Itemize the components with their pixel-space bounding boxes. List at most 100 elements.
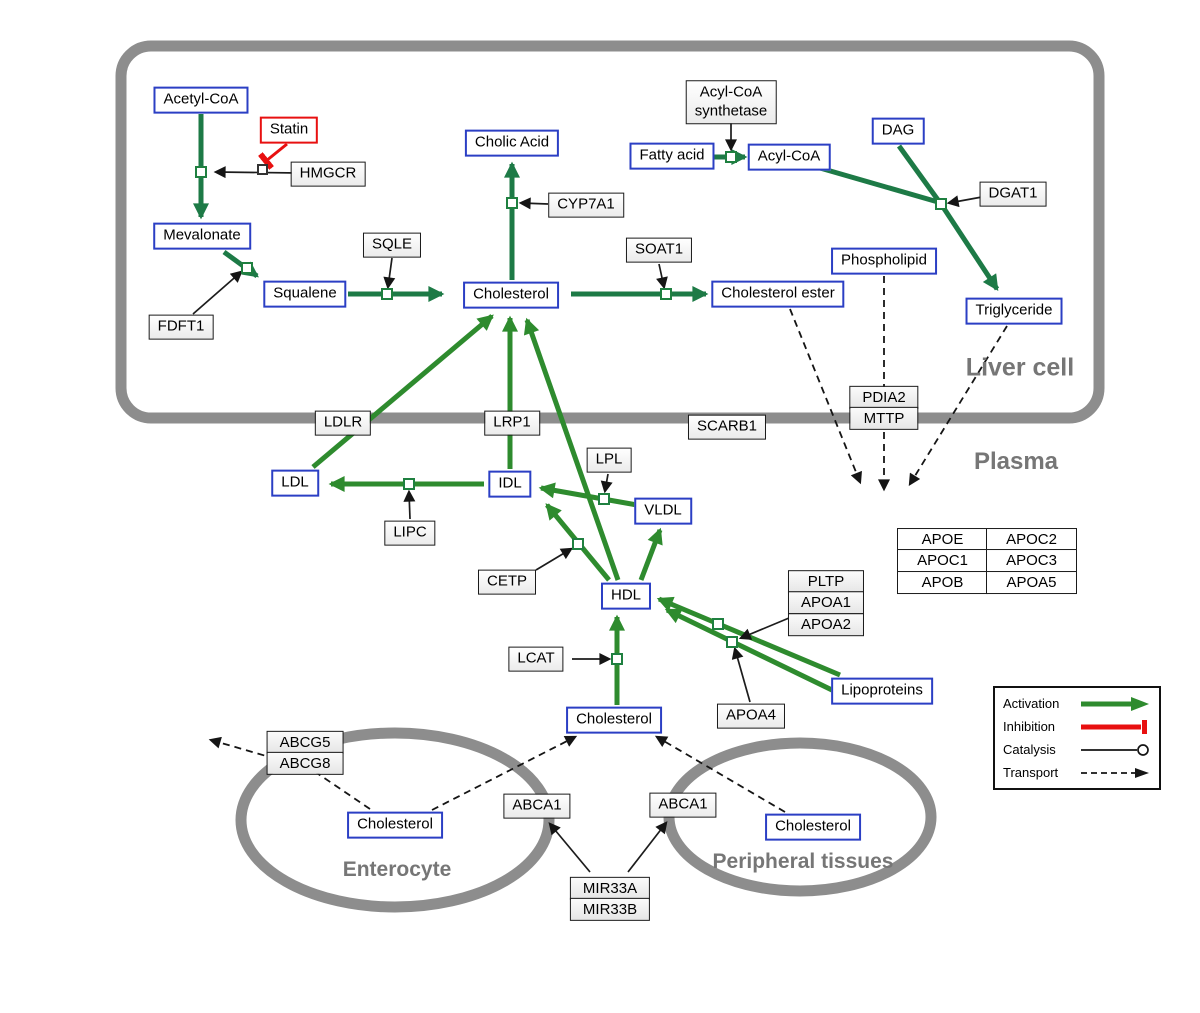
node-cholesterol-peripheral[interactable]: Cholesterol bbox=[765, 813, 861, 841]
reaction-nodes bbox=[195, 151, 947, 665]
legend-row-transport: Transport bbox=[1003, 764, 1151, 782]
node-lipc[interactable]: LIPC bbox=[384, 520, 436, 546]
reaction-node bbox=[195, 166, 207, 178]
node-ldl[interactable]: LDL bbox=[271, 469, 319, 497]
node-apoa5[interactable]: APOA5 bbox=[986, 570, 1077, 594]
node-statin[interactable]: Statin bbox=[259, 116, 319, 144]
node-soat1[interactable]: SOAT1 bbox=[625, 237, 693, 263]
node-acetyl-coa[interactable]: Acetyl-CoA bbox=[153, 86, 249, 114]
legend-row-inhibition: Inhibition bbox=[1003, 718, 1151, 736]
node-sqle[interactable]: SQLE bbox=[362, 232, 422, 258]
edge-ldl-cholesterol-via-ldlr bbox=[311, 314, 494, 469]
transport-symbol bbox=[1081, 767, 1149, 778]
edge-apoa4-catalysis bbox=[731, 646, 751, 703]
reaction-node bbox=[403, 478, 415, 490]
stack-abcg5-abcg8: ABCG5 ABCG8 bbox=[266, 730, 344, 776]
edge-mir33-abca1-left bbox=[548, 822, 591, 873]
node-phospholipid[interactable]: Phospholipid bbox=[831, 247, 937, 275]
node-acyl-coa[interactable]: Acyl-CoA bbox=[747, 143, 831, 171]
acyl-coa-synthetase-line1: Acyl-CoA bbox=[699, 83, 763, 101]
edge-hdl-cholesterol bbox=[523, 317, 621, 581]
node-mevalonate[interactable]: Mevalonate bbox=[153, 222, 251, 250]
reaction-node bbox=[241, 262, 253, 274]
edge-triglyceride-secretion bbox=[908, 325, 1008, 487]
edge-lpl-catalysis bbox=[600, 473, 613, 494]
inhibition-edge bbox=[258, 142, 288, 170]
node-apoa2[interactable]: APOA2 bbox=[787, 612, 865, 636]
node-lcat[interactable]: LCAT bbox=[508, 646, 564, 672]
catalysis-symbol bbox=[1081, 743, 1149, 756]
node-scarb1[interactable]: SCARB1 bbox=[687, 414, 767, 440]
node-hmgcr[interactable]: HMGCR bbox=[290, 161, 366, 187]
node-pltp[interactable]: PLTP bbox=[787, 570, 865, 594]
edge-lipoproteins-hdl-lower bbox=[664, 607, 836, 694]
node-apob[interactable]: APOB bbox=[897, 570, 988, 594]
node-fdft1[interactable]: FDFT1 bbox=[148, 314, 214, 340]
node-fatty-acid[interactable]: Fatty acid bbox=[629, 142, 715, 170]
node-ldlr[interactable]: LDLR bbox=[314, 410, 372, 436]
node-cetp[interactable]: CETP bbox=[477, 569, 537, 595]
node-squalene[interactable]: Squalene bbox=[263, 280, 347, 308]
node-idl[interactable]: IDL bbox=[488, 470, 532, 498]
node-pdia2[interactable]: PDIA2 bbox=[849, 385, 919, 409]
node-apoc2[interactable]: APOC2 bbox=[986, 528, 1077, 552]
node-dgat1[interactable]: DGAT1 bbox=[979, 181, 1047, 207]
node-cholesterol-enterocyte[interactable]: Cholesterol bbox=[347, 811, 443, 839]
node-apoe[interactable]: APOE bbox=[897, 528, 988, 552]
node-cholesterol-plasma[interactable]: Cholesterol bbox=[566, 706, 662, 734]
membranes bbox=[115, 40, 1105, 913]
node-triglyceride[interactable]: Triglyceride bbox=[965, 297, 1063, 325]
node-mttp[interactable]: MTTP bbox=[849, 407, 919, 431]
node-mir33b[interactable]: MIR33B bbox=[569, 898, 651, 922]
activation-symbol bbox=[1081, 696, 1149, 711]
peripheral-tissues-label: Peripheral tissues bbox=[712, 850, 894, 873]
edge-lipc-catalysis bbox=[403, 489, 416, 520]
legend: Activation Inhibition Catalysis Transpor… bbox=[993, 686, 1161, 790]
reaction-node bbox=[572, 538, 584, 550]
reaction-node bbox=[381, 288, 393, 300]
edge-peripheral-cholesterol-efflux bbox=[654, 735, 786, 813]
transport-edges bbox=[208, 276, 1008, 813]
node-cholesterol-ester[interactable]: Cholesterol ester bbox=[711, 280, 845, 308]
edge-cetp-catalysis bbox=[535, 547, 574, 571]
edge-mir33-abca1-right bbox=[627, 821, 668, 873]
activation-edges-plasma bbox=[311, 314, 841, 705]
node-abcg8[interactable]: ABCG8 bbox=[266, 752, 344, 776]
node-acyl-coa-synthetase[interactable]: Acyl-CoA synthetase bbox=[685, 80, 777, 124]
hmgcr-junction-node bbox=[257, 164, 268, 175]
node-cholic-acid[interactable]: Cholic Acid bbox=[464, 129, 560, 157]
edge-soat1-catalysis bbox=[656, 263, 668, 290]
node-mir33a[interactable]: MIR33A bbox=[569, 876, 651, 900]
legend-transport-label: Transport bbox=[1003, 765, 1059, 780]
stack-mir33a-mir33b: MIR33A MIR33B bbox=[569, 876, 651, 922]
plasma-label: Plasma bbox=[973, 448, 1059, 475]
reaction-node bbox=[725, 151, 737, 163]
reaction-node bbox=[712, 618, 724, 630]
node-abcg5[interactable]: ABCG5 bbox=[266, 730, 344, 754]
acyl-coa-synthetase-line2: synthetase bbox=[694, 102, 768, 119]
node-apoa4[interactable]: APOA4 bbox=[716, 703, 786, 729]
reaction-node bbox=[935, 198, 947, 210]
node-apoc1[interactable]: APOC1 bbox=[897, 549, 988, 573]
node-cholesterol-liver[interactable]: Cholesterol bbox=[463, 281, 559, 309]
node-abca1-enterocyte[interactable]: ABCA1 bbox=[503, 793, 571, 819]
reaction-node bbox=[660, 288, 672, 300]
stack-pdia2-mttp: PDIA2 MTTP bbox=[849, 385, 919, 431]
node-apoa1[interactable]: APOA1 bbox=[787, 591, 865, 615]
node-vldl[interactable]: VLDL bbox=[634, 497, 692, 525]
edge-dgat1node-triglyceride bbox=[940, 205, 1000, 292]
edge-dgat1-catalysis bbox=[946, 195, 983, 208]
node-apoc3[interactable]: APOC3 bbox=[986, 549, 1077, 573]
node-lipoproteins[interactable]: Lipoproteins bbox=[831, 677, 933, 705]
edge-sqle-catalysis bbox=[383, 257, 396, 290]
node-abca1-peripheral[interactable]: ABCA1 bbox=[649, 792, 717, 818]
edge-enterocyte-cholesterol-efflux bbox=[431, 735, 578, 811]
legend-row-activation: Activation bbox=[1003, 695, 1151, 713]
node-lpl[interactable]: LPL bbox=[586, 447, 632, 473]
node-hdl[interactable]: HDL bbox=[600, 582, 652, 610]
node-dag[interactable]: DAG bbox=[871, 117, 925, 145]
node-lrp1[interactable]: LRP1 bbox=[484, 410, 540, 436]
node-cyp7a1[interactable]: CYP7A1 bbox=[548, 192, 624, 218]
legend-activation-label: Activation bbox=[1003, 696, 1060, 711]
